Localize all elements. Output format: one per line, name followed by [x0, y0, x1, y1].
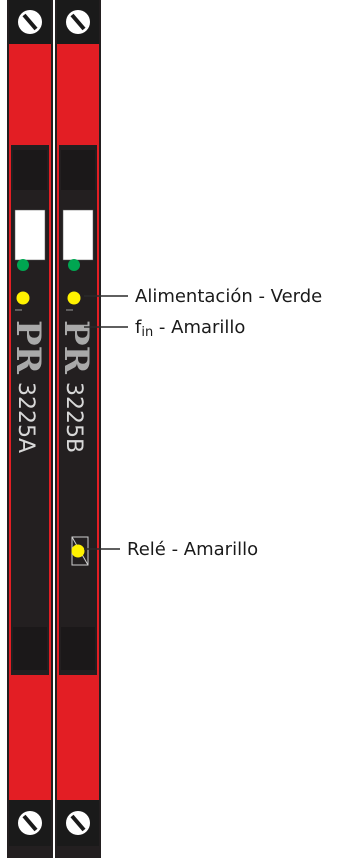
- module-b-led-relay: [71, 544, 85, 558]
- module-a-base: [7, 846, 53, 858]
- module-3225b: PR 3225B: [55, 0, 101, 858]
- module-b-panel-top-notch: [61, 150, 95, 190]
- module-b-label-window: [62, 209, 94, 261]
- module-3225a: PR 3225A: [7, 0, 53, 858]
- label-signal-f: f: [135, 317, 142, 338]
- module-a-logo: PR: [8, 320, 48, 375]
- module-b-base: [55, 846, 101, 858]
- module-b-model-number: 3225B: [61, 382, 86, 453]
- label-signal-color: - Amarillo: [153, 317, 246, 338]
- module-a-model-number: 3225A: [13, 382, 38, 453]
- module-a-led-signal: [16, 291, 30, 305]
- module-b-led-power: [68, 259, 80, 271]
- bottom-screw-slot: [70, 814, 86, 832]
- module-b-panel-bottom-notch: [61, 627, 95, 670]
- module-a-label-window: [14, 209, 46, 261]
- label-signal-led: fin - Amarillo: [135, 318, 245, 343]
- module-a-panel-bottom-notch: [13, 627, 47, 670]
- top-screw-slot: [22, 13, 38, 31]
- label-power-led: Alimentación - Verde: [135, 286, 323, 307]
- module-a-panel-top-notch: [13, 150, 47, 190]
- top-screw-slot: [70, 13, 86, 31]
- module-a-led-power: [17, 259, 29, 271]
- module-b-logo: PR: [56, 320, 96, 375]
- label-relay-led: Relé - Amarillo: [127, 539, 259, 560]
- bottom-screw-slot: [22, 814, 38, 832]
- module-b-led-signal: [67, 291, 81, 305]
- label-signal-subscript: in: [141, 325, 154, 340]
